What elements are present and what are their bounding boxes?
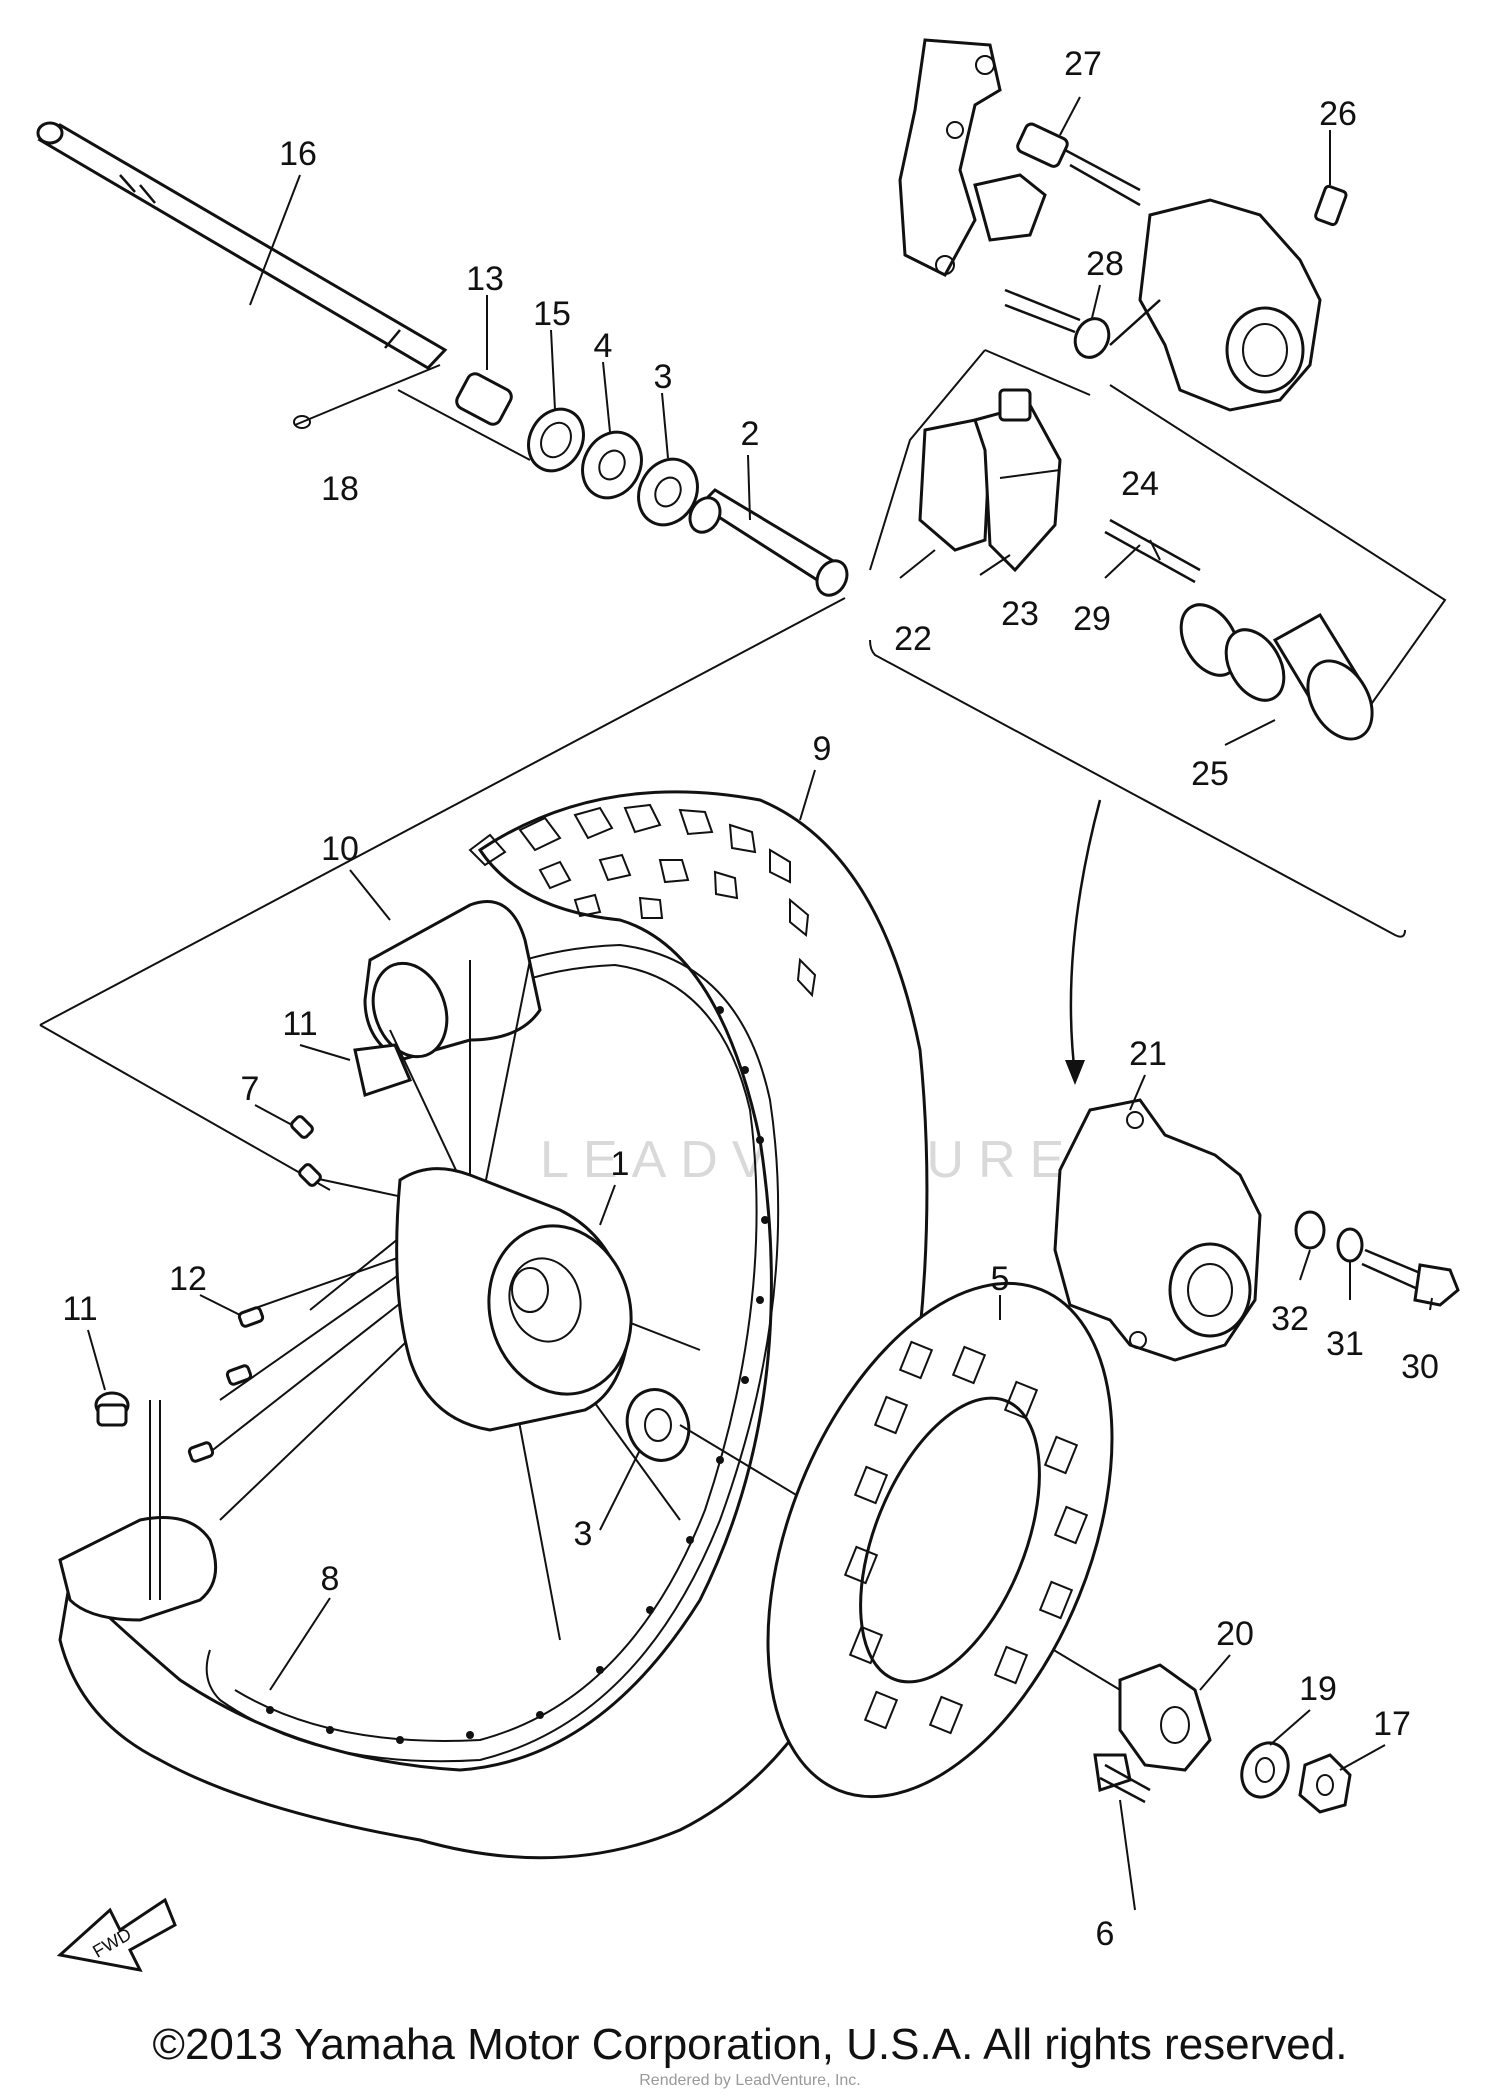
rim-lock bbox=[353, 1043, 413, 1097]
piston-seal-set bbox=[1179, 603, 1374, 741]
copyright-notice: ©2013 Yamaha Motor Corporation, U.S.A. A… bbox=[152, 2020, 1348, 2069]
callout-14: 13 bbox=[466, 260, 504, 298]
callout-9: 9 bbox=[813, 730, 832, 768]
callout-24: 24 bbox=[1121, 465, 1159, 503]
spacer bbox=[688, 488, 849, 597]
fwd-arrow: FWD bbox=[56, 1897, 177, 1973]
callout-leaders bbox=[87, 96, 1433, 1911]
caliper-bolt bbox=[1361, 1248, 1460, 1307]
valve-cap bbox=[94, 1391, 130, 1427]
tire bbox=[58, 790, 929, 1860]
callout-7: 7 bbox=[241, 1070, 260, 1108]
callout-1: 1 bbox=[611, 1145, 630, 1183]
callout-22: 22 bbox=[894, 620, 932, 658]
slide-pin-upper bbox=[1016, 122, 1141, 207]
callout-11: 11 bbox=[282, 1005, 317, 1043]
slide-pin-lower bbox=[1004, 288, 1161, 359]
rim-band bbox=[58, 1400, 218, 1622]
callout-20: 20 bbox=[1216, 1615, 1254, 1653]
callout-26: 26 bbox=[1319, 95, 1357, 133]
axle-leader-lines bbox=[39, 389, 846, 1191]
callout-25: 25 bbox=[1191, 755, 1229, 793]
callout-29: 29 bbox=[1073, 600, 1111, 638]
hub-bearing bbox=[625, 1388, 691, 1462]
callout-2: 2 bbox=[741, 415, 760, 453]
assembly-arrow bbox=[1065, 799, 1102, 1085]
callout-10: 10 bbox=[321, 830, 359, 868]
callout-30: 30 bbox=[1401, 1348, 1439, 1386]
callout-17: 17 bbox=[1373, 1705, 1411, 1743]
callout-18: 18 bbox=[321, 470, 359, 508]
callout-3-bottom: 3 bbox=[574, 1515, 593, 1553]
bearing-right bbox=[637, 457, 699, 527]
caliper-body-top bbox=[1138, 198, 1322, 412]
brake-pad-right bbox=[973, 388, 1062, 573]
rim bbox=[205, 943, 780, 1763]
callout-28: 28 bbox=[1086, 245, 1124, 283]
oil-seal bbox=[527, 407, 585, 473]
bearing-left bbox=[581, 430, 643, 500]
callout-19: 19 bbox=[1299, 1670, 1337, 1708]
callout-21: 21 bbox=[1129, 1035, 1167, 1073]
speedometer-gear-unit bbox=[1118, 1663, 1212, 1772]
callout-32: 32 bbox=[1271, 1300, 1309, 1338]
collar bbox=[455, 372, 513, 426]
brake-pad-left bbox=[918, 418, 992, 552]
brake-disc bbox=[766, 1281, 1114, 1799]
callout-15: 15 bbox=[533, 295, 571, 333]
callout-3-top: 3 bbox=[654, 358, 673, 396]
caliper-washer bbox=[1294, 1210, 1364, 1263]
cotter-pin bbox=[293, 364, 441, 429]
axle-washer bbox=[1240, 1741, 1290, 1799]
rendered-by-note: Rendered by LeadVenture, Inc. bbox=[639, 2072, 861, 2089]
front-axle bbox=[36, 121, 448, 370]
pad-spring bbox=[973, 173, 1047, 242]
callout-23: 23 bbox=[1001, 595, 1039, 633]
callout-27: 27 bbox=[1064, 45, 1102, 83]
callout-31: 31 bbox=[1326, 1325, 1364, 1363]
caliper-bracket bbox=[898, 38, 1002, 277]
callout-8: 8 bbox=[321, 1560, 340, 1598]
callout-12: 11 bbox=[62, 1290, 97, 1328]
callout-5: 5 bbox=[991, 1260, 1010, 1298]
disc-bolt bbox=[1093, 1753, 1151, 1804]
wheel-hub bbox=[395, 1167, 633, 1432]
brake-caliper-assembly bbox=[1053, 1098, 1262, 1362]
pad-pin bbox=[1104, 518, 1201, 584]
spoke-nipples bbox=[187, 1115, 322, 1463]
callout-16: 16 bbox=[279, 135, 317, 173]
axle-nut bbox=[1298, 1753, 1352, 1814]
brake-pad-kit-box bbox=[869, 349, 1447, 938]
callout-13: 12 bbox=[169, 1260, 207, 1298]
callout-4: 4 bbox=[594, 327, 613, 365]
bleed-screw bbox=[1314, 184, 1348, 227]
callout-6: 6 bbox=[1096, 1915, 1115, 1953]
